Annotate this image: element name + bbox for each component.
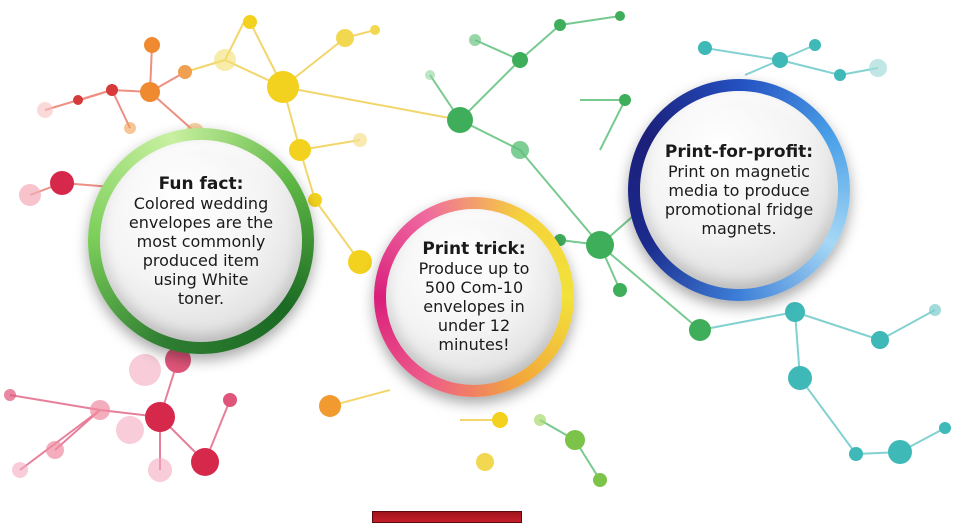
node-yellow <box>476 453 494 471</box>
node-green <box>425 70 435 80</box>
node-red <box>145 402 175 432</box>
fun-fact-bubble-face <box>100 140 302 342</box>
node-red <box>73 95 83 105</box>
print-for-profit-bubble: Print-for-profit: Print on magnetic medi… <box>628 79 850 301</box>
print-for-profit-line: media to produce <box>668 180 810 200</box>
node-teal <box>869 59 887 77</box>
node-red <box>191 448 219 476</box>
node-green <box>511 141 529 159</box>
print-trick-line: envelopes in <box>423 297 525 316</box>
node-orange <box>144 37 160 53</box>
node-yellow <box>308 193 322 207</box>
print-for-profit-bubble-face <box>640 91 838 289</box>
node-pink-light <box>19 184 41 206</box>
print-for-profit-line: promotional fridge <box>664 199 814 219</box>
node-yellow <box>348 250 372 274</box>
print-trick-line: 500 Com-10 <box>424 278 524 297</box>
print-trick-text: Print trick: Produce up to 500 Com-10 en… <box>409 239 540 355</box>
fun-fact-line: toner. <box>177 288 225 308</box>
fun-fact-heading: Fun fact: <box>158 173 244 194</box>
node-pink <box>12 462 28 478</box>
print-for-profit-line: Print on magnetic <box>668 161 810 181</box>
fun-fact-line: produced item <box>142 250 260 270</box>
node-yellow <box>289 139 311 161</box>
node-orange <box>178 65 192 79</box>
node-green <box>447 107 473 133</box>
node-red <box>106 84 118 96</box>
node-green <box>565 430 585 450</box>
node-teal <box>785 302 805 322</box>
node-teal <box>939 422 951 434</box>
node-green <box>593 473 607 487</box>
node-pink <box>116 416 144 444</box>
node-pink <box>90 400 110 420</box>
print-trick-bubble: Print trick: Produce up to 500 Com-10 en… <box>374 197 574 397</box>
print-trick-line: Produce up to <box>418 259 530 278</box>
node-orange <box>140 82 160 102</box>
node-teal <box>788 366 812 390</box>
node-yellow <box>267 71 299 103</box>
node-teal <box>772 52 788 68</box>
node-pink <box>4 389 16 401</box>
node-orange <box>319 395 341 417</box>
node-teal <box>834 69 846 81</box>
node-teal <box>871 331 889 349</box>
fun-fact-line: using White <box>153 269 249 289</box>
node-teal <box>888 440 912 464</box>
node-pink-light <box>37 102 53 118</box>
node-pink <box>165 347 191 373</box>
node-teal <box>809 39 821 51</box>
node-green <box>689 319 711 341</box>
print-for-profit-line: magnets. <box>701 218 777 238</box>
node-teal <box>849 447 863 461</box>
node-green <box>469 34 481 46</box>
node-teal <box>698 41 712 55</box>
node-red <box>50 171 74 195</box>
node-pink <box>46 441 64 459</box>
node-orange <box>124 122 136 134</box>
node-yellow <box>336 29 354 47</box>
node-pink <box>148 458 172 482</box>
print-for-profit-text: Print-for-profit: Print on magnetic medi… <box>655 141 823 238</box>
fun-fact-text: Fun fact: Colored wedding envelopes are … <box>119 173 283 308</box>
node-pink <box>129 354 161 386</box>
network-nodes <box>4 11 951 487</box>
node-yellow <box>353 133 367 147</box>
node-yellow <box>370 25 380 35</box>
node-yellow <box>214 49 236 71</box>
node-yellow <box>243 15 257 29</box>
node-green <box>554 19 566 31</box>
node-green <box>615 11 625 21</box>
print-trick-line: under 12 <box>437 316 511 335</box>
fun-fact-line: most commonly <box>136 231 266 251</box>
node-green <box>586 231 614 259</box>
print-trick-heading: Print trick: <box>422 239 526 259</box>
bottom-red-tab <box>372 511 522 523</box>
node-yellow <box>492 412 508 428</box>
fun-fact-line: Colored wedding <box>133 193 269 213</box>
node-green <box>534 414 546 426</box>
node-green <box>512 52 528 68</box>
node-pink <box>223 393 237 407</box>
node-teal <box>929 304 941 316</box>
fun-fact-line: envelopes are the <box>128 212 274 232</box>
teal-links <box>699 44 946 455</box>
print-trick-bubble-face <box>386 209 562 385</box>
node-green <box>619 94 631 106</box>
print-trick-line: minutes! <box>438 335 510 354</box>
fun-fact-bubble: Fun fact: Colored wedding envelopes are … <box>88 128 314 354</box>
print-for-profit-heading: Print-for-profit: <box>664 141 814 162</box>
node-green <box>613 283 627 297</box>
